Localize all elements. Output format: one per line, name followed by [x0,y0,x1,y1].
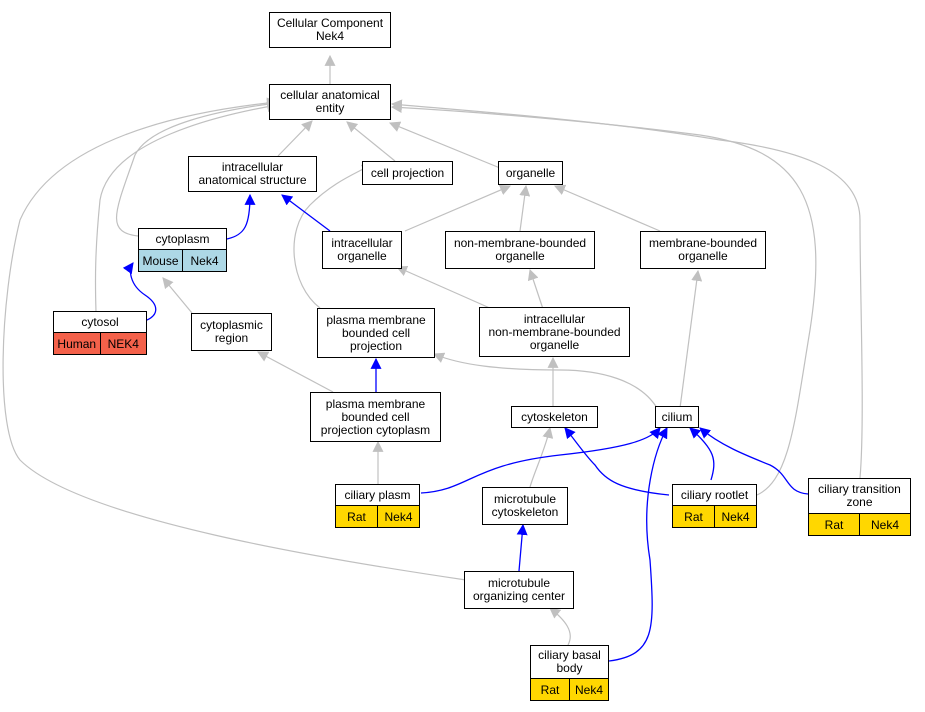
edge-cbb-mtoc [549,607,571,646]
ciliary-transition-zone-annotation-row: Rat Nek4 [808,514,911,536]
edge-ctz-cae [390,99,863,479]
edge-rootlet-cyto [564,427,670,496]
edge-nmbo-organelle [519,184,531,232]
edge-cbb-cilium [608,427,668,662]
edge-intorg-organelle [404,184,512,232]
node-membrane-bounded-organelle[interactable]: membrane-bounded organelle [640,231,766,269]
node-ciliary-transition-zone[interactable]: ciliary transition zone [808,478,911,514]
edge-cytoreg-cytoplasm [162,277,193,314]
node-cell-projection[interactable]: cell projection [362,161,453,185]
species-tag: Rat [336,506,378,527]
cytosol-annotation-row: Human NEK4 [53,333,147,355]
edge-cytoplasm-cae [115,98,279,237]
edge-mtoc-mtcs [516,523,528,572]
gene-tag: Nek4 [715,506,756,527]
node-cellular-component-nek4[interactable]: Cellular Component Nek4 [269,12,391,48]
node-microtubule-cytoskeleton[interactable]: microtubule cytoskeleton [482,487,568,525]
node-cytoskeleton[interactable]: cytoskeleton [511,406,598,428]
ciliary-basal-body-annotation-row: Rat Nek4 [530,679,609,701]
species-tag: Rat [531,679,570,700]
edge-inmbo-nmbo [527,268,544,310]
edge-cplasm-cilium [420,427,661,494]
gene-tag: Nek4 [378,506,419,527]
edge-cilium-pmbcp [432,352,658,409]
edge-cytosol-cytoplasm [122,262,157,321]
edge-rootlet-cae [390,102,817,496]
edge-mtoc-cae [2,97,467,581]
node-cytoplasmic-region[interactable]: cytoplasmic region [191,313,272,351]
node-organelle[interactable]: organelle [498,161,563,185]
edge-rootlet-cilium [689,427,715,481]
node-ciliary-plasm[interactable]: ciliary plasm [335,484,420,506]
edge-cytosol-cae [94,101,279,313]
edge-mbo-organelle [553,184,661,232]
node-microtubule-organizing-center[interactable]: microtubule organizing center [464,571,574,609]
species-tag: Mouse [139,250,183,271]
node-ciliary-basal-body[interactable]: ciliary basal body [530,645,609,679]
ciliary-rootlet-annotation-row: Rat Nek4 [672,506,757,528]
gene-tag: Nek4 [183,250,226,271]
node-intracellular-anatomical-structure[interactable]: intracellular anatomical structure [188,156,317,192]
cytoplasm-annotation-row: Mouse Nek4 [138,250,227,272]
species-tag: Human [54,333,101,354]
edge-ias-cae [277,120,313,157]
edge-pmbcp-cellproj [293,163,373,309]
edge-ctz-cilium [699,427,809,495]
edge-organelle-cae [388,121,501,169]
gene-tag: Nek4 [570,679,608,700]
gene-tag: NEK4 [100,333,146,354]
node-cilium[interactable]: cilium [655,406,699,428]
species-tag: Rat [673,506,715,527]
node-plasma-membrane-bounded-cell-projection[interactable]: plasma membrane bounded cell projection [317,308,435,358]
gene-tag: Nek4 [860,514,910,535]
edge-mtcs-cyto [529,426,554,488]
edge-intorg-ias [281,194,331,232]
node-pm-bounded-cell-projection-cytoplasm[interactable]: plasma membrane bounded cell projection … [310,392,441,442]
node-cytosol[interactable]: cytosol [53,311,147,333]
node-intracellular-organelle[interactable]: intracellular organelle [322,231,402,269]
edge-cilium-mbo [679,269,703,409]
node-intracellular-non-membrane-bounded-organelle[interactable]: intracellular non-membrane-bounded organ… [479,307,630,357]
edge-cellproj-cae [346,121,396,162]
species-tag: Rat [809,514,860,535]
node-cytoplasm[interactable]: cytoplasm [138,228,227,250]
node-cellular-anatomical-entity[interactable]: cellular anatomical entity [269,84,391,120]
node-ciliary-rootlet[interactable]: ciliary rootlet [672,484,757,506]
edge-cytoplasm-ias [226,193,256,240]
node-non-membrane-bounded-organelle[interactable]: non-membrane-bounded organelle [445,231,595,269]
edge-inmbo-intorg [395,265,493,310]
ciliary-plasm-annotation-row: Rat Nek4 [335,506,420,528]
edge-pmbcpc-cytoreg [257,351,334,393]
